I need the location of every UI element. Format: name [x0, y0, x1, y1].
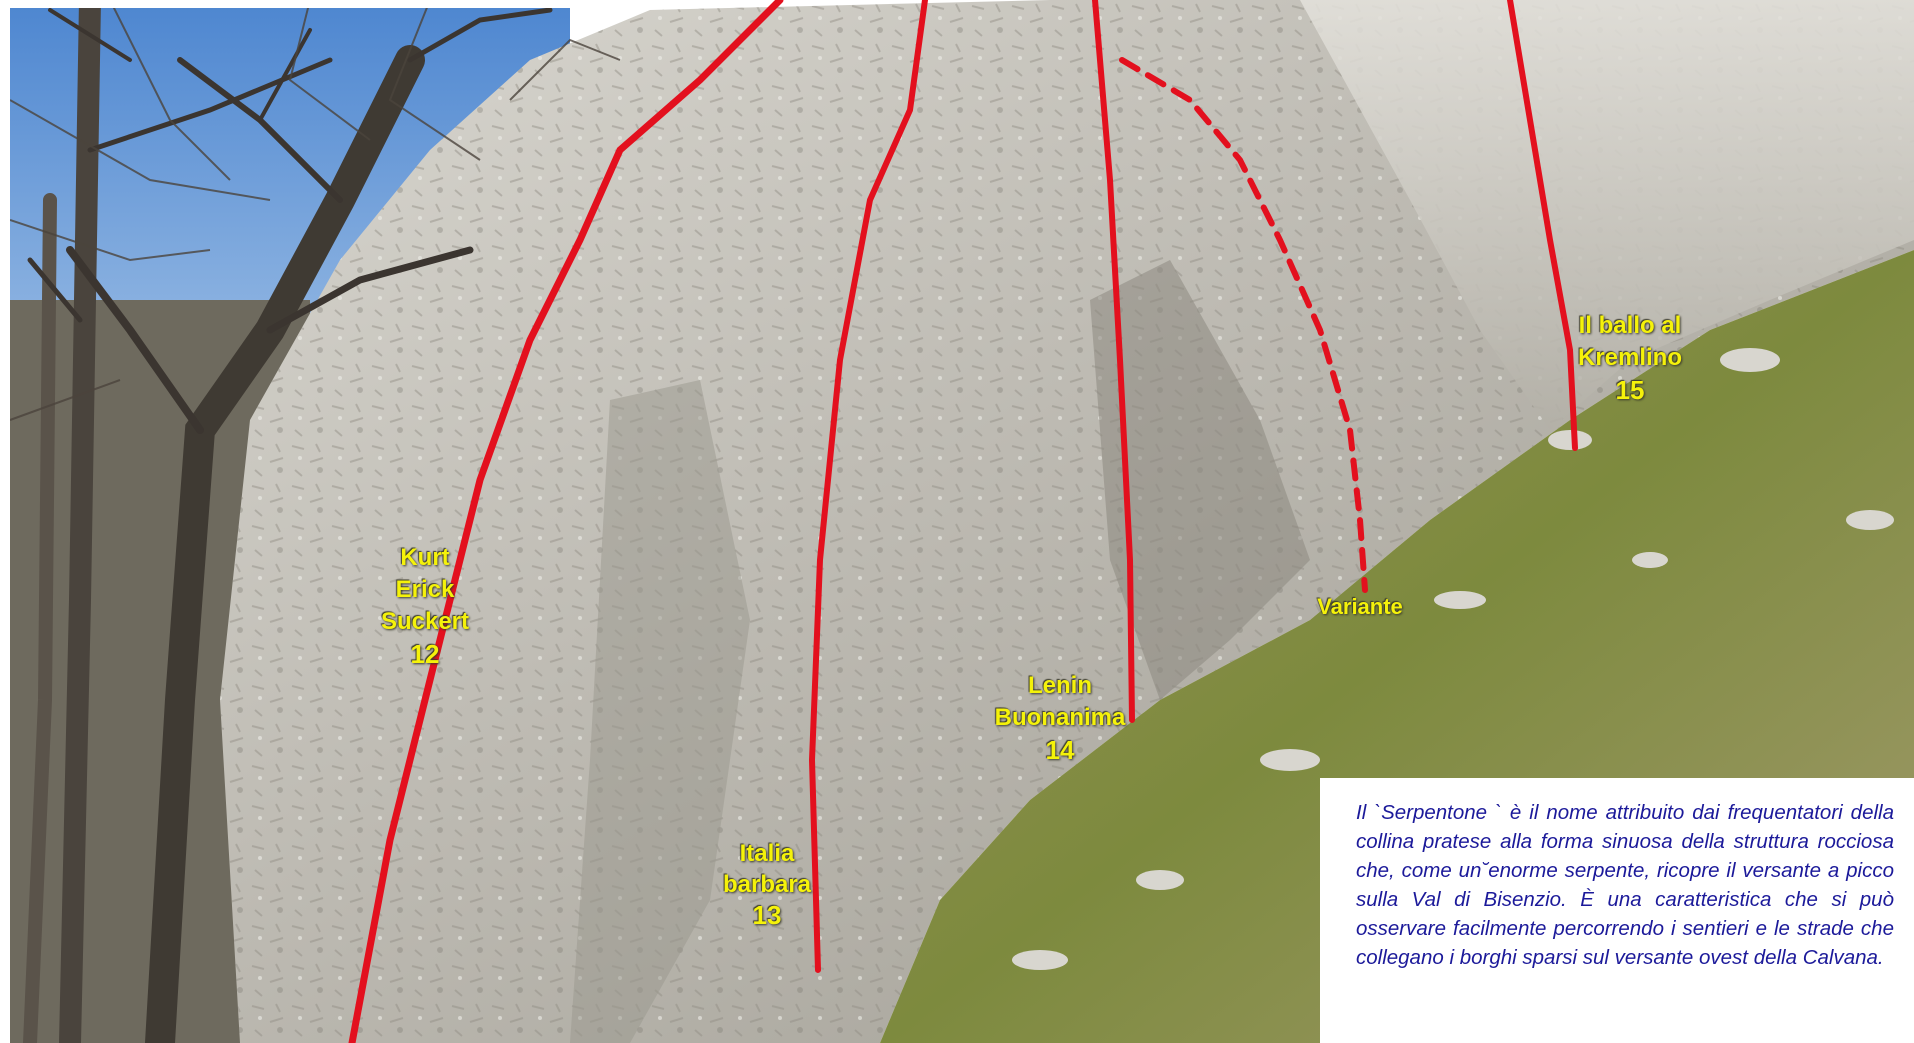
- variant-label: Variante: [1317, 594, 1403, 619]
- trees: [23, 0, 553, 1043]
- route-label-15: Il ballo al Kremlino 15: [1560, 310, 1700, 406]
- route-label-12: Kurt Erick Suckert 12: [370, 542, 480, 670]
- route-15-number: 15: [1615, 375, 1645, 405]
- caption-box: Il `Serpentone ` è il nome attribuito da…: [1320, 778, 1914, 1043]
- route-line-15: [1507, 0, 1578, 451]
- route-label-14: Lenin Buonanima 14: [980, 670, 1140, 766]
- route-lines: [348, 0, 1578, 1043]
- route-12-name-3: Suckert: [380, 608, 470, 635]
- route-line-13: [808, 0, 928, 973]
- rock-shadow-left: [570, 380, 750, 1043]
- rock-shadow: [1090, 260, 1310, 700]
- route-label-13: Italia barbara 13: [702, 838, 832, 931]
- top-white-strip: [0, 0, 730, 8]
- route-13-name-1: Italia: [739, 840, 795, 867]
- route-14-name-2: Buonanima: [994, 704, 1126, 731]
- route-line-14: [1092, 0, 1135, 723]
- rock-slab-right: [1300, 0, 1914, 430]
- branches: [10, 0, 621, 421]
- route-line-variant: [1119, 57, 1368, 593]
- route-12-number: 12: [410, 639, 440, 669]
- route-13-number: 13: [752, 900, 782, 930]
- route-line-12: [348, 0, 784, 1043]
- route-15-name-1: Il ballo al: [1578, 312, 1682, 339]
- route-12-name-2: Erick: [395, 576, 455, 603]
- route-14-number: 14: [1045, 735, 1075, 765]
- route-14-name-1: Lenin: [1028, 672, 1092, 699]
- left-white-strip: [0, 0, 10, 1043]
- route-12-name-1: Kurt: [400, 544, 450, 571]
- caption-text: Il `Serpentone ` è il nome attribuito da…: [1356, 801, 1894, 969]
- route-15-name-2: Kremlino: [1577, 344, 1682, 371]
- slope-stones: [1012, 348, 1894, 970]
- route-13-name-2: barbara: [722, 871, 812, 898]
